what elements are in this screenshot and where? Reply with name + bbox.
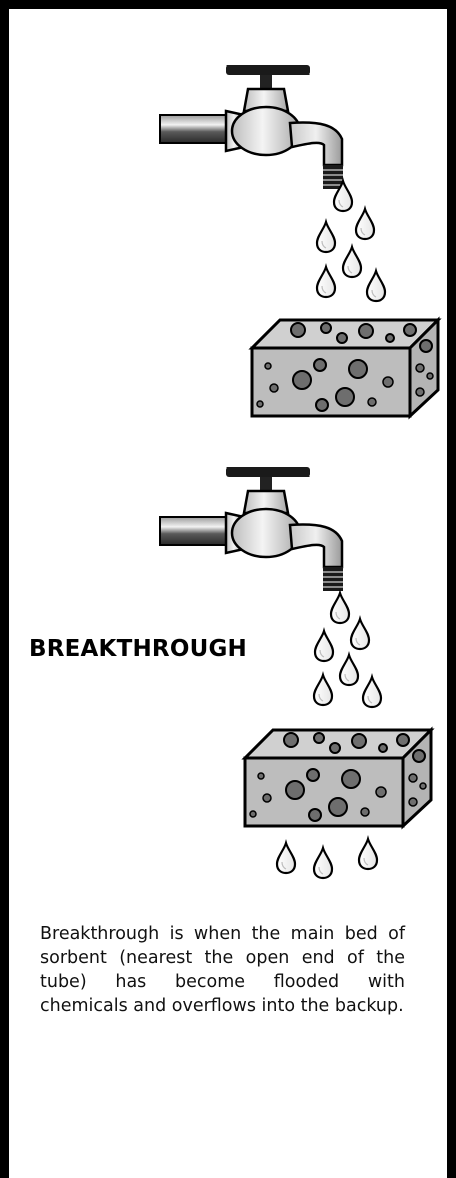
water-drop-icon bbox=[315, 631, 333, 661]
water-drop-icon bbox=[314, 848, 332, 878]
water-drop-icon bbox=[359, 839, 377, 869]
water-drop-icon bbox=[363, 677, 381, 707]
water-drop-icon bbox=[314, 675, 332, 705]
water-drop-icon bbox=[351, 619, 369, 649]
water-drop-icon bbox=[331, 593, 349, 623]
water-drop-icon bbox=[343, 247, 361, 277]
sponge-icon bbox=[245, 730, 431, 826]
sponge-icon bbox=[252, 320, 438, 416]
water-drop-icon bbox=[367, 271, 385, 301]
water-drop-icon bbox=[317, 222, 335, 252]
caption-text: Breakthrough is when the main bed of sor… bbox=[40, 922, 405, 1018]
water-drop-icon bbox=[340, 655, 358, 685]
faucet-icon bbox=[160, 65, 343, 189]
breakthrough-label: BREAKTHROUGH bbox=[29, 636, 247, 662]
water-drop-icon bbox=[277, 843, 295, 873]
water-drop-icon bbox=[356, 209, 374, 239]
faucet-icon bbox=[160, 467, 343, 591]
water-drop-icon bbox=[317, 267, 335, 297]
